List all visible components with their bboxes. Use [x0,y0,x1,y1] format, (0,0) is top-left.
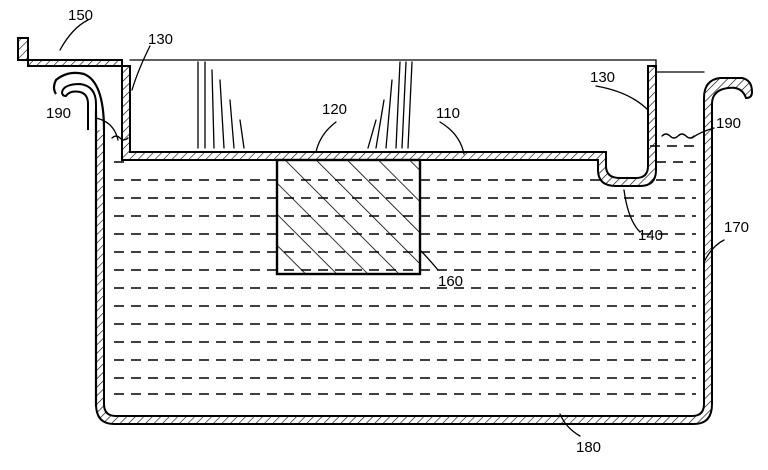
label-130-right: 130 [590,69,615,86]
label-190-left: 190 [46,105,71,122]
label-110: 110 [436,105,460,122]
label-160: 160 [438,273,463,290]
liquid-surface-190 [662,134,694,138]
label-150: 150 [68,7,93,24]
label-180: 180 [576,439,601,456]
label-190-right: 190 [716,115,741,132]
label-170: 170 [724,219,749,236]
label-140: 140 [638,227,663,244]
label-130-left: 130 [148,31,173,48]
reflection-lines [198,62,412,148]
label-120: 120 [322,101,347,118]
block-160 [277,160,420,274]
